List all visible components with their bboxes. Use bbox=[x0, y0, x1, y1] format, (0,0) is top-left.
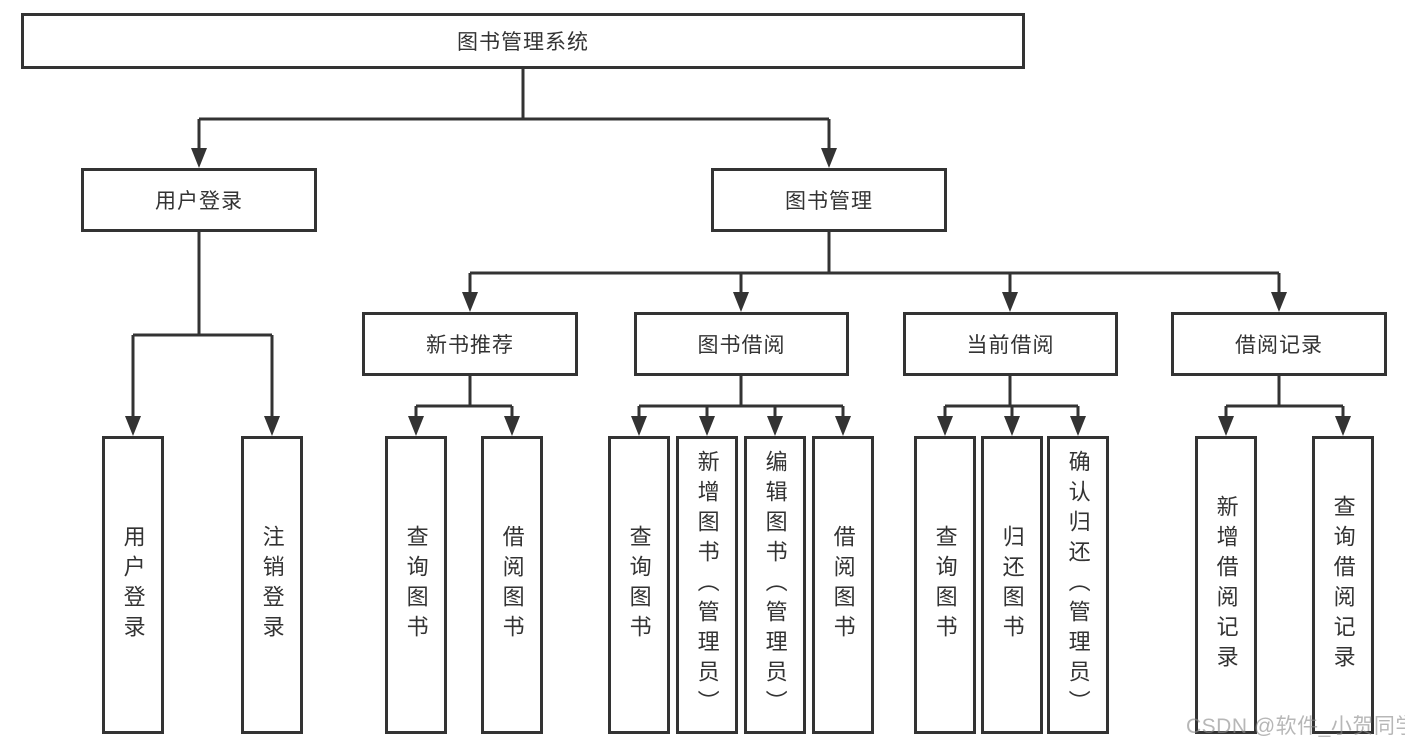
node-label: 注销登录 bbox=[259, 525, 285, 645]
node-label: 借阅图书 bbox=[830, 525, 856, 645]
node-book-borrowing: 图书借阅 bbox=[634, 312, 849, 376]
leaf-borrow-books-recommend: 借阅图书 bbox=[481, 436, 543, 734]
leaf-add-books-admin: 新增图书（管理员） bbox=[676, 436, 738, 734]
node-label: 图书借阅 bbox=[697, 334, 786, 357]
node-library-management-system: 图书管理系统 bbox=[21, 13, 1025, 69]
node-current-borrowing: 当前借阅 bbox=[903, 312, 1118, 376]
node-label: 用户登录 bbox=[120, 525, 146, 645]
node-label: 归还图书 bbox=[999, 525, 1025, 645]
node-user-login: 用户登录 bbox=[81, 168, 317, 232]
leaf-logout: 注销登录 bbox=[241, 436, 303, 734]
watermark-text: CSDN @软件_小贺同学 bbox=[1186, 715, 1405, 738]
leaf-confirm-return-admin: 确认归还（管理员） bbox=[1047, 436, 1109, 734]
node-label: 查询图书 bbox=[626, 525, 652, 645]
node-label: 当前借阅 bbox=[966, 334, 1055, 357]
node-label: 图书管理 bbox=[785, 190, 873, 213]
leaf-user-login: 用户登录 bbox=[102, 436, 164, 734]
node-label: 借阅图书 bbox=[499, 525, 525, 645]
node-label: 新书推荐 bbox=[426, 334, 514, 357]
node-label: 确认归还（管理员） bbox=[1065, 450, 1091, 720]
node-new-book-recommend: 新书推荐 bbox=[362, 312, 578, 376]
node-label: 查询图书 bbox=[403, 525, 429, 645]
node-label: 查询借阅记录 bbox=[1330, 495, 1356, 675]
leaf-borrow-books: 借阅图书 bbox=[812, 436, 874, 734]
leaf-query-books-borrowing: 查询图书 bbox=[608, 436, 670, 734]
leaf-query-borrow-record: 查询借阅记录 bbox=[1312, 436, 1374, 734]
node-label: 查询图书 bbox=[932, 525, 958, 645]
leaf-edit-books-admin: 编辑图书（管理员） bbox=[744, 436, 806, 734]
node-borrow-records: 借阅记录 bbox=[1171, 312, 1387, 376]
leaf-add-borrow-record: 新增借阅记录 bbox=[1195, 436, 1257, 734]
node-label: 借阅记录 bbox=[1235, 334, 1323, 357]
arrow-lines bbox=[125, 119, 1351, 436]
node-label: 用户登录 bbox=[155, 190, 243, 213]
node-label: 编辑图书（管理员） bbox=[762, 450, 788, 720]
leaf-query-books-recommend: 查询图书 bbox=[385, 436, 447, 734]
leaf-return-books: 归还图书 bbox=[981, 436, 1043, 734]
branch-lines bbox=[133, 69, 1343, 408]
leaf-query-books-current: 查询图书 bbox=[914, 436, 976, 734]
node-label: 新增图书（管理员） bbox=[694, 450, 720, 720]
node-book-management: 图书管理 bbox=[711, 168, 947, 232]
node-label: 新增借阅记录 bbox=[1213, 495, 1239, 675]
node-label: 图书管理系统 bbox=[457, 31, 589, 54]
